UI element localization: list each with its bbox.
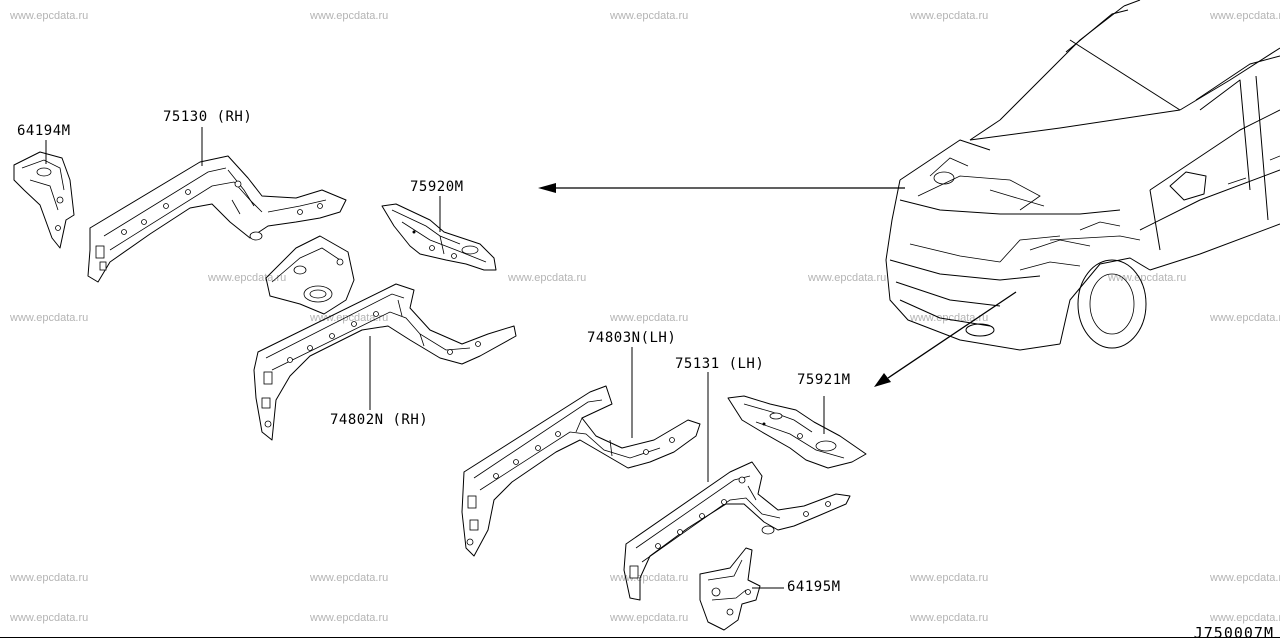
part-75131-drawing[interactable]: [623, 461, 851, 601]
watermark-text: www.epcdata.ru: [1210, 572, 1280, 584]
leader-lines: [45, 127, 825, 589]
pointer-arrows: [538, 183, 1017, 387]
watermark-text: www.epcdata.ru: [310, 312, 389, 324]
label-75921m[interactable]: 75921M: [797, 372, 851, 388]
label-64194m[interactable]: 64194M: [17, 123, 71, 139]
watermark-text: www.epcdata.ru: [1210, 10, 1280, 22]
part-74803n-drawing[interactable]: [461, 385, 701, 557]
part-75130-drawing[interactable]: [87, 155, 347, 283]
label-75130-rh[interactable]: 75130 (RH): [163, 109, 253, 125]
label-75920m[interactable]: 75920M: [410, 179, 464, 195]
watermark-text: www.epcdata.ru: [10, 572, 89, 584]
watermark-text: www.epcdata.ru: [910, 10, 989, 22]
vehicle-drawing: [885, 0, 1280, 351]
watermark-text: www.epcdata.ru: [10, 312, 89, 324]
part-64195m-drawing[interactable]: [699, 547, 761, 631]
label-64195m[interactable]: 64195M: [787, 579, 841, 595]
watermark-text: www.epcdata.ru: [310, 10, 389, 22]
watermark-text: www.epcdata.ru: [10, 612, 89, 624]
label-74802n-rh[interactable]: 74802N (RH): [330, 412, 429, 428]
watermark-text: www.epcdata.ru: [1108, 272, 1187, 284]
watermark-text: www.epcdata.ru: [910, 572, 989, 584]
watermark-text: www.epcdata.ru: [310, 612, 389, 624]
part-75920m-drawing[interactable]: [381, 203, 497, 271]
label-75131-lh[interactable]: 75131 (LH): [675, 356, 765, 372]
watermark-text: www.epcdata.ru: [1210, 612, 1280, 624]
watermark-text: www.epcdata.ru: [610, 612, 689, 624]
watermark-text: www.epcdata.ru: [610, 572, 689, 584]
watermark-text: www.epcdata.ru: [310, 572, 389, 584]
part-75921m-drawing[interactable]: [727, 395, 867, 469]
watermark-text: www.epcdata.ru: [10, 10, 89, 22]
part-64194m-drawing[interactable]: [13, 151, 75, 249]
watermark-text: www.epcdata.ru: [508, 272, 587, 284]
part-74802n-drawing[interactable]: [253, 235, 517, 441]
diagram-code: J750007M: [1193, 624, 1274, 640]
watermark-text: www.epcdata.ru: [610, 10, 689, 22]
label-74803n-lh[interactable]: 74803N(LH): [587, 330, 677, 346]
bottom-border: [0, 637, 1280, 638]
watermark-text: www.epcdata.ru: [910, 612, 989, 624]
watermark-text: www.epcdata.ru: [610, 312, 689, 324]
watermark-text: www.epcdata.ru: [808, 272, 887, 284]
watermark-text: www.epcdata.ru: [1210, 312, 1280, 324]
watermark-text: www.epcdata.ru: [910, 312, 989, 324]
